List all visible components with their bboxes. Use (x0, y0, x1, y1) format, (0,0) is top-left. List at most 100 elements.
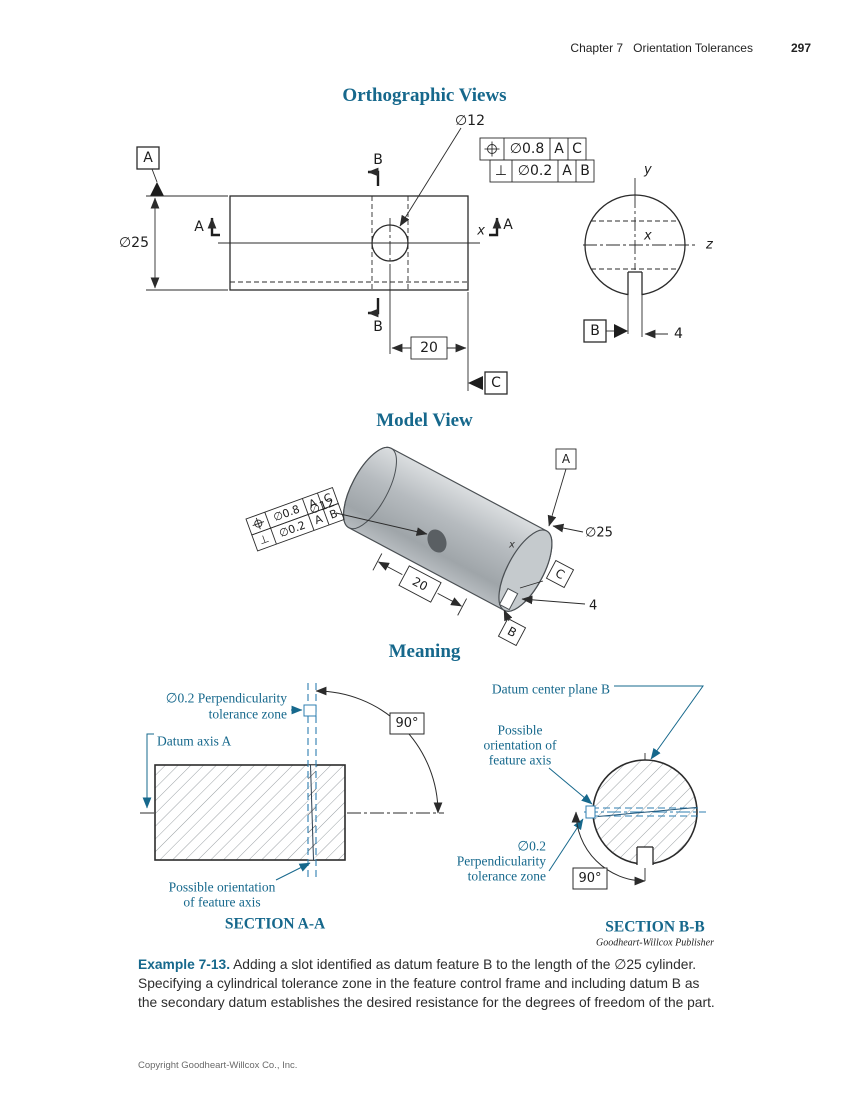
cylinder-diameter-label: ∅25 (585, 526, 613, 541)
datum-c-label: C (491, 375, 501, 391)
slot-width-label: 4 (589, 599, 597, 614)
hole-diameter-callout: ∅12 (399, 113, 485, 227)
side-hole (427, 529, 447, 553)
publisher-credit: Goodheart-Willcox Publisher (596, 938, 714, 949)
zone-annotation-line1: ∅0.2 Perpendicularity (166, 691, 287, 706)
running-head: Chapter 7 Orientation Tolerances (570, 41, 753, 55)
datum-c-frame (484, 371, 508, 395)
hole-diameter-label: ∅12 (455, 113, 485, 129)
fcf-frame (251, 502, 345, 552)
basic-dimension-frame (410, 336, 448, 360)
datum-c-callout: C (467, 354, 508, 395)
zone-annotation-line1: ∅0.2 (517, 839, 546, 854)
datum-a-callout: A (136, 146, 164, 196)
perpendicularity-symbol: ⊥ (495, 163, 507, 179)
angle-label: 90° (578, 871, 601, 886)
cylinder-diameter-dimension: ∅25 (119, 195, 228, 291)
slot-cutout (636, 846, 654, 866)
datum-b-frame (497, 617, 527, 647)
section-a-cutting-plane: A A x (194, 217, 513, 239)
position-primary-datum: A (307, 496, 319, 511)
position-primary-datum: A (554, 141, 564, 157)
model-basic-length: 20 (372, 553, 468, 616)
axis-x-label-side: x (476, 224, 485, 239)
angle-box (572, 867, 608, 890)
meaning-title: Meaning (388, 641, 461, 662)
section-aa-title: SECTION A-A (225, 916, 326, 933)
model-view-title: Model View (376, 410, 473, 431)
basic-length-label: 20 (420, 340, 438, 356)
cylinder-model (342, 446, 553, 612)
angle-box (389, 712, 425, 735)
perpendicularity-secondary-datum: B (328, 507, 340, 522)
perpendicularity-tolerance: ∅0.2 (518, 163, 552, 179)
zone-width-box (303, 704, 317, 717)
datum-triangle (468, 376, 483, 390)
section-a-label-right: A (503, 217, 513, 233)
side-view (218, 195, 480, 291)
fcf-position: ∅0.8 A C (479, 137, 587, 161)
slot-cutout (627, 271, 643, 296)
axis-x-label-model: x (508, 540, 515, 551)
perpendicularity-secondary-datum: B (580, 163, 590, 179)
copyright-line: Copyright Goodheart-Willcox Co., Inc. (138, 1060, 298, 1071)
model-datum-a: A (547, 448, 577, 527)
datum-a-frame (136, 146, 160, 170)
position-symbol-icon (484, 141, 500, 157)
datum-axis-annotation: Datum axis A (157, 734, 231, 749)
axis-x-label-end: x (643, 229, 652, 244)
possible-orientation-line2: orientation of (483, 738, 557, 753)
figure-caption: Example 7-13. Adding a slot identified a… (138, 956, 720, 1013)
end-view: y z x (583, 163, 714, 296)
hole-leader-line (399, 127, 462, 227)
cylinder-back-face (343, 446, 397, 530)
section-aa-body (154, 764, 346, 861)
position-secondary-datum: C (322, 491, 334, 506)
datum-c-frame (545, 559, 575, 589)
zone-annotation-line3: tolerance zone (468, 869, 546, 884)
perpendicularity-primary-datum: A (562, 163, 572, 179)
basic-dimension-frame (398, 565, 442, 603)
model-cylinder-diameter: ∅25 (552, 523, 613, 541)
fcf-frame (489, 159, 595, 183)
datum-b-frame (583, 319, 607, 343)
orthographic-views-drawing: ∅12 ∅0.8 A C ⊥ ∅0.2 A (119, 113, 714, 395)
section-b-label-bottom: B (373, 319, 383, 335)
model-view-drawing: x ∅0.8 A C ⊥ ∅0.2 A B ∅12 (245, 446, 613, 647)
section-aa-view: 90° ∅0.2 Perpendicularity tolerance zone… (140, 683, 444, 933)
model-hole-leader (335, 512, 428, 536)
perpendicularity-symbol: ⊥ (257, 532, 270, 547)
section-bb-view: Datum center plane B Possible orientatio… (457, 682, 714, 949)
fcf-perpendicularity: ⊥ ∅0.2 A B (489, 159, 595, 183)
possible-orientation-line1: Possible (497, 723, 542, 738)
basic-length-dimension: 20 (389, 268, 469, 360)
datum-c-label: C (553, 566, 567, 582)
model-slot-width: 4 (521, 595, 597, 614)
angle-label: 90° (395, 716, 418, 731)
meaning-drawing: 90° ∅0.2 Perpendicularity tolerance zone… (140, 682, 714, 949)
possible-orientation-line3: feature axis (489, 753, 552, 768)
slot-on-end-face (498, 587, 519, 611)
basic-length-label: 20 (410, 574, 430, 594)
datum-center-plane-annotation: Datum center plane B (492, 682, 610, 697)
orthographic-views-title: Orthographic Views (342, 85, 507, 106)
datum-b-label: B (505, 624, 519, 640)
caption-text: Adding a slot identified as datum featur… (138, 957, 715, 1010)
cylinder-diameter-label: ∅25 (119, 235, 149, 251)
axis-z-label: z (705, 238, 714, 253)
possible-orientation-line2: of feature axis (183, 895, 260, 910)
zone-annotation-line2: Perpendicularity (457, 854, 546, 869)
perpendicularity-primary-datum: A (313, 512, 325, 527)
section-b-label-top: B (373, 152, 383, 168)
zone-annotation-line2: tolerance zone (209, 707, 287, 722)
section-bb-title: SECTION B-B (605, 919, 705, 936)
datum-triangle (150, 182, 164, 196)
datum-a-label: A (143, 150, 153, 166)
right-angle-arc (571, 811, 646, 886)
section-b-cutting-plane: B B (367, 152, 383, 335)
slot-width-dimension: 4 (644, 326, 683, 342)
caption-label: Example 7-13. (138, 957, 231, 972)
datum-triangle (614, 324, 628, 338)
